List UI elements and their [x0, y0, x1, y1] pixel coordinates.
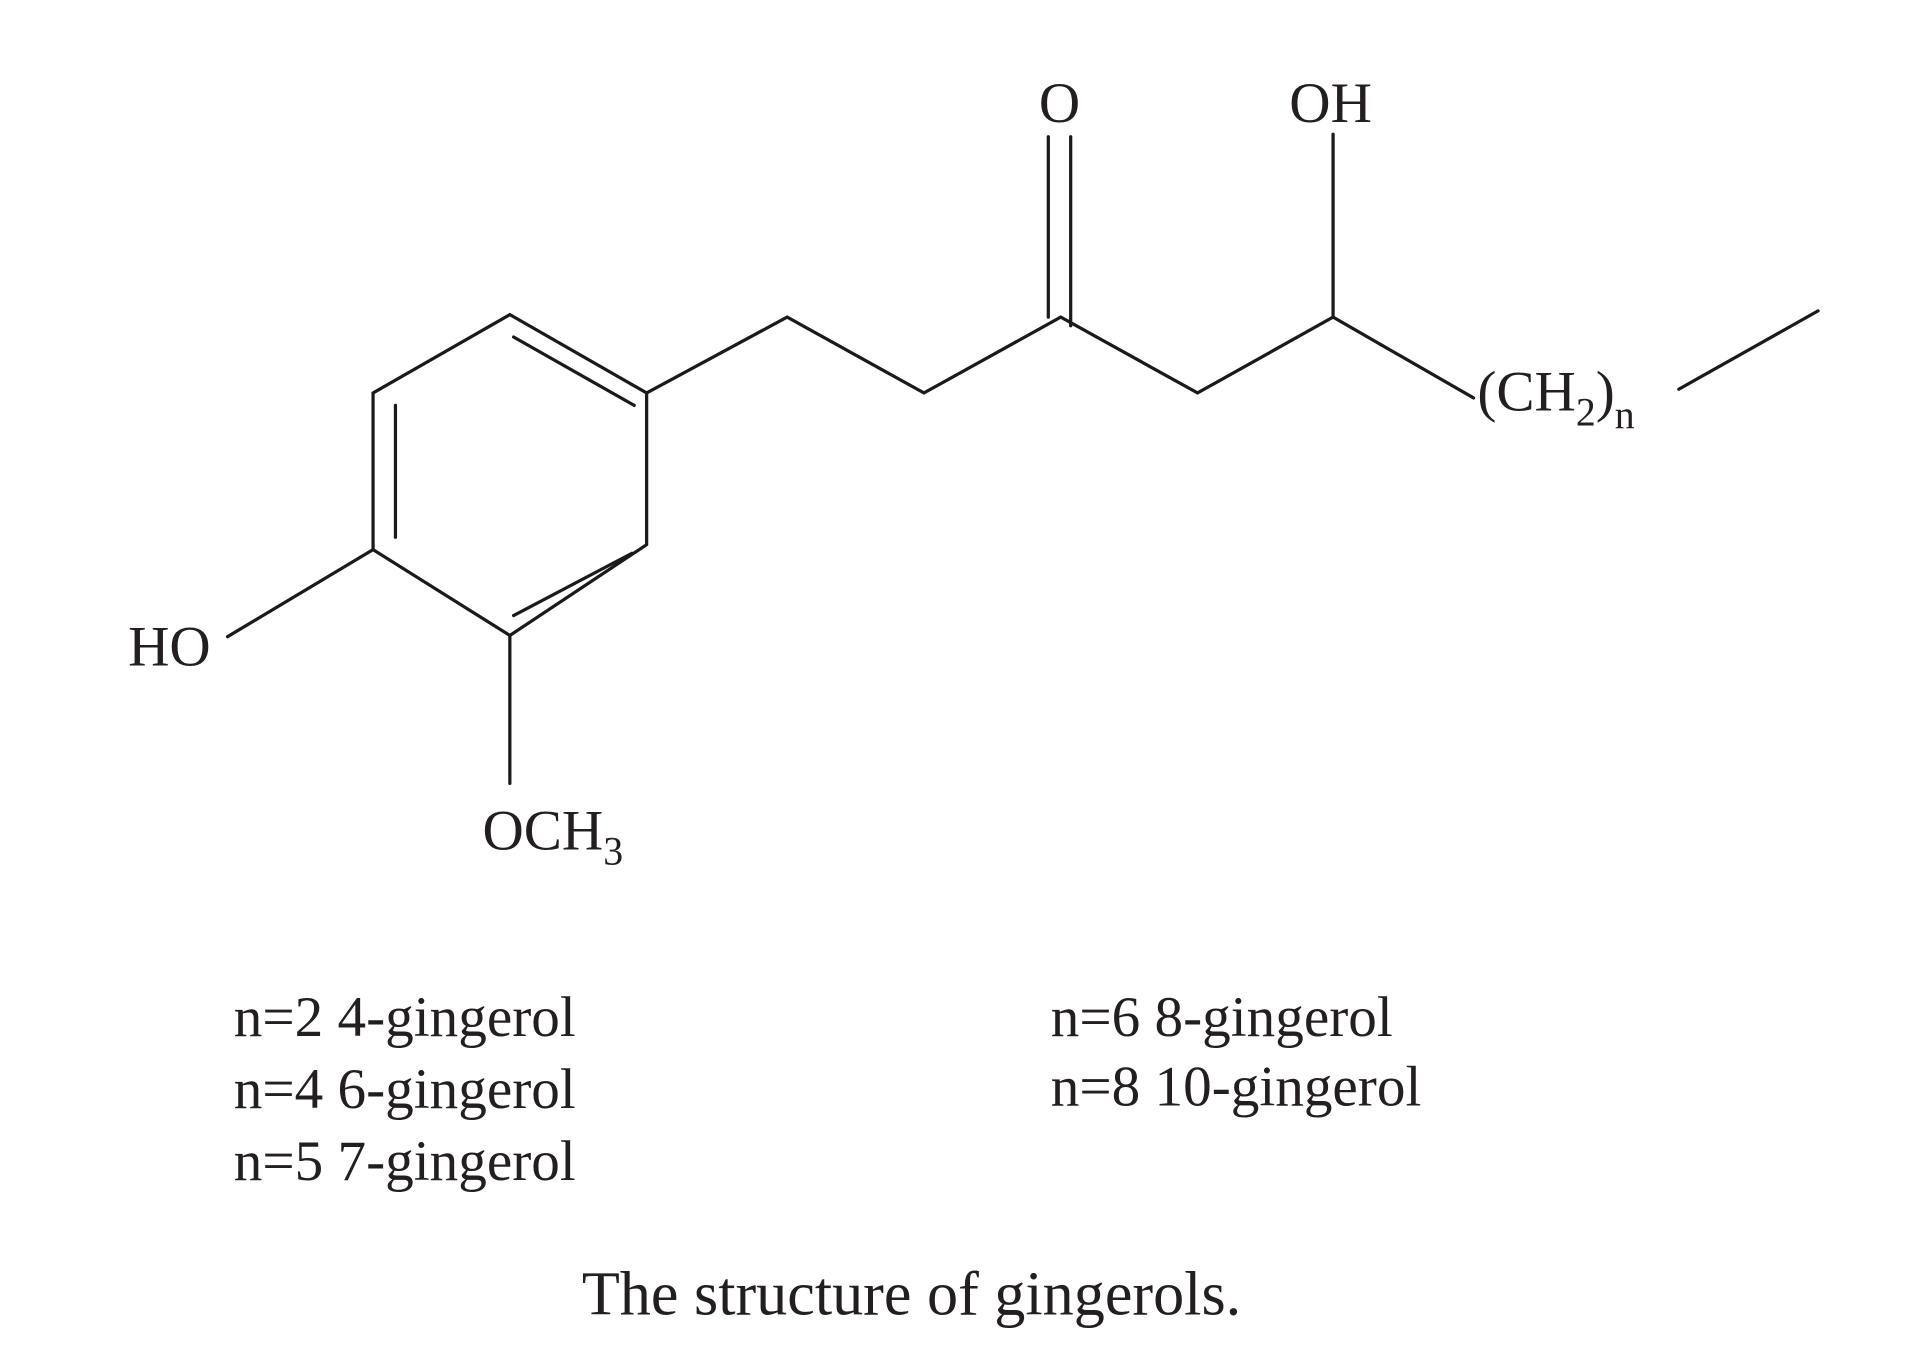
legend-item: n=8 10-gingerol: [1051, 1056, 1422, 1119]
terminal-methyl-bond: [1677, 309, 1820, 391]
benzene-ring: [371, 313, 649, 638]
legend-item: n=5 7-gingerol: [234, 1130, 576, 1193]
chain-index: n: [1615, 393, 1635, 437]
legend-item: n=6 8-gingerol: [1051, 986, 1393, 1049]
figure-caption: The structure of gingerols.: [582, 1260, 1241, 1328]
legend: n=2 4-gingerol n=4 6-gingerol n=5 7-ging…: [234, 986, 1422, 1193]
chain-subscript: 2: [1576, 390, 1596, 434]
hydroxyl-label: OH: [1289, 72, 1372, 135]
methoxy-main: OCH: [482, 799, 603, 862]
methoxy-label: OCH3: [482, 799, 623, 873]
ketone-oxygen-label: O: [1039, 72, 1080, 135]
legend-item: n=4 6-gingerol: [234, 1058, 576, 1121]
ring-hydroxyl-label: HO: [128, 615, 211, 678]
methylene-chain-label: (CH2)n: [1477, 360, 1634, 436]
side-chain: [645, 315, 1476, 400]
ho-bond: [225, 548, 375, 639]
legend-item: n=2 4-gingerol: [234, 986, 576, 1049]
chain-open: (CH: [1477, 360, 1576, 423]
methoxy-subscript: 3: [603, 829, 623, 873]
chain-close: ): [1596, 360, 1615, 423]
